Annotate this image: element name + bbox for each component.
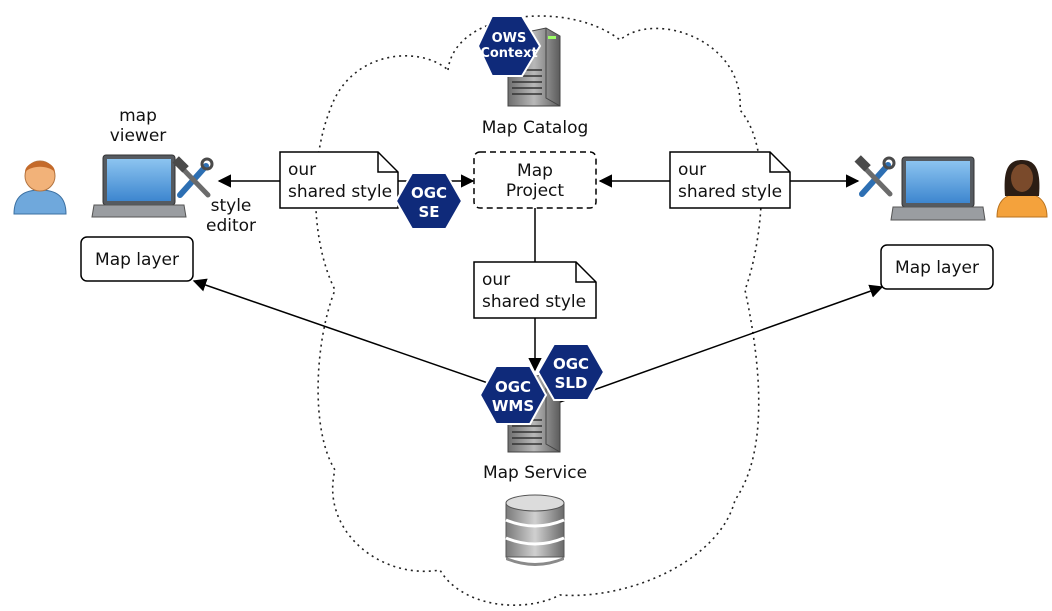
shared-style-doc-right[interactable]: our shared style [669,151,791,209]
shared-style-center-line1: our [482,270,510,290]
shared-style-right-line2: shared style [678,182,782,202]
map-layer-right-label: Map layer [895,258,979,278]
map-service-label: Map Service [483,463,587,483]
shared-style-left-line1: our [288,160,316,180]
shared-style-doc-center[interactable]: our shared style [473,261,597,319]
ogc-sld-badge: OGC SLD [536,343,606,401]
user-icon [13,160,67,215]
ogc-wms-line2: WMS [492,397,534,415]
database-icon [505,494,565,566]
map-layer-left-box[interactable] [80,236,194,282]
ows-context-line2: Context [480,46,537,61]
ogc-wms-line1: OGC [495,378,531,396]
map-project-line1: Map [517,161,553,181]
ows-context-badge: OWS Context [476,15,542,77]
shared-style-left-line2: shared style [288,182,392,202]
ogc-wms-badge: OGC WMS [478,365,548,425]
map-layer-left-label: Map layer [95,250,179,270]
ogc-sld-line2: SLD [555,374,588,392]
map-project-line2: Project [506,181,564,201]
map-viewer-line1: map [119,106,157,126]
tools-icon [172,156,214,198]
ogc-se-badge: OGC SE [394,172,464,230]
arrow-service-to-left-layer [192,278,489,384]
ogc-sld-line1: OGC [553,355,589,373]
tools-icon [854,155,896,197]
map-layer-right-box[interactable] [880,244,994,290]
style-editor-line1: style [211,196,252,216]
shared-style-right-line1: our [678,160,706,180]
map-project-box[interactable] [473,151,597,209]
laptop-icon [890,156,986,221]
ows-context-line1: OWS [492,31,527,46]
map-catalog-label: Map Catalog [482,118,589,138]
ogc-se-line1: OGC [411,184,447,202]
shared-style-doc-left[interactable]: our shared style [279,151,399,209]
shared-style-center-line2: shared style [482,292,586,312]
ogc-se-line2: SE [418,203,439,221]
user-icon [996,160,1048,218]
arrow-service-to-right-layer [559,284,884,403]
cloud-boundary [314,15,763,606]
map-viewer-line2: viewer [110,126,167,146]
laptop-icon [91,154,187,218]
style-editor-line2: editor [206,216,256,236]
